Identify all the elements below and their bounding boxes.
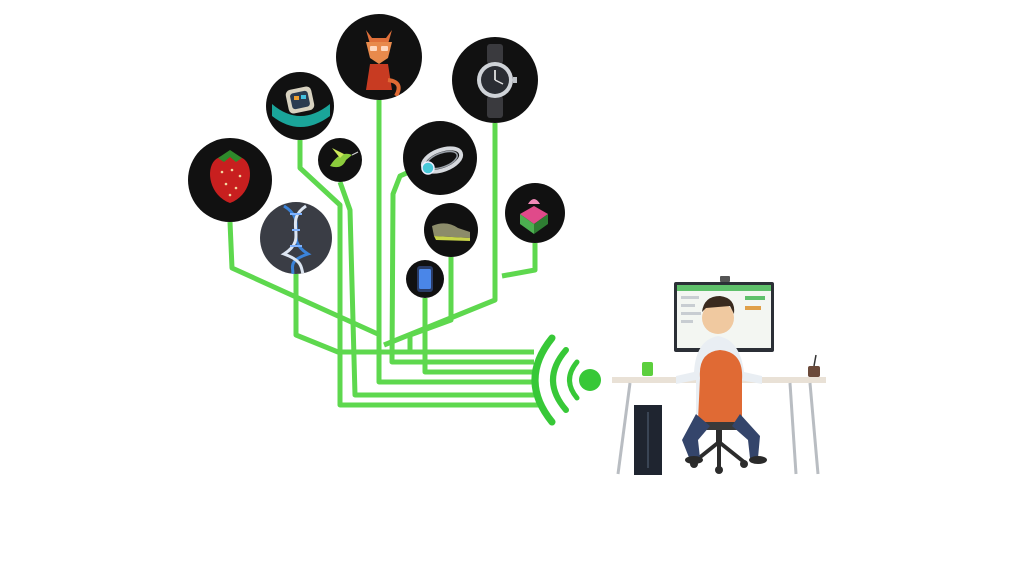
strawberry-icon <box>210 150 250 203</box>
node-flower-cube <box>505 183 565 243</box>
desk-gadget <box>808 366 820 377</box>
flower-icon <box>520 199 548 234</box>
person-at-computer-icon <box>612 276 826 475</box>
signal-dot <box>579 369 601 391</box>
workstation <box>612 276 826 475</box>
fox-icon <box>366 30 401 97</box>
connector-smartwatch <box>297 140 540 408</box>
node-phone <box>406 260 444 298</box>
connector-flower <box>501 243 538 279</box>
connector-dna <box>293 274 534 355</box>
node-sneaker <box>424 203 478 257</box>
signal-arc-middle <box>550 347 569 413</box>
connector-fox <box>376 100 534 385</box>
pants <box>682 414 710 460</box>
node-wristwatch <box>452 37 538 123</box>
signal-emitter <box>531 334 601 426</box>
signal-arc-inner <box>567 359 580 401</box>
connector-phone <box>422 298 534 375</box>
smartwatch-icon <box>272 86 330 127</box>
green-cup <box>642 362 653 376</box>
node-strawberry <box>188 138 272 222</box>
node-fox <box>336 14 422 100</box>
chair-back <box>698 350 743 424</box>
watch-icon <box>477 44 517 118</box>
signal-arc-outer <box>531 334 556 426</box>
node-ring <box>403 121 477 195</box>
connector-bird <box>337 181 534 398</box>
ring-icon <box>420 146 464 175</box>
dna-icon <box>280 204 312 274</box>
connector-strawberry <box>227 221 382 338</box>
node-smartwatch <box>266 72 334 140</box>
node-hummingbird <box>318 138 362 182</box>
node-dna <box>260 202 332 274</box>
bird-icon <box>330 148 359 168</box>
connector-wristwatch <box>383 123 498 348</box>
sneaker-icon <box>432 223 470 241</box>
phone-icon <box>417 266 433 292</box>
